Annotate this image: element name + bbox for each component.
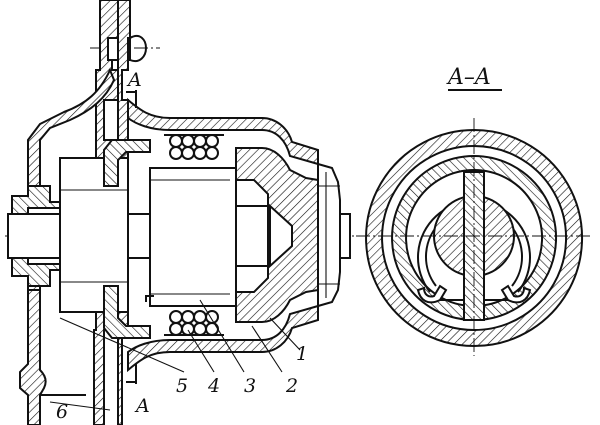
leader-lines [49, 299, 301, 411]
housing-shell [127, 97, 319, 166]
section-mark-bottom: A [126, 364, 150, 417]
outer-ring [365, 129, 584, 347]
driven-hub [149, 167, 237, 307]
section-title: A–A [446, 65, 491, 90]
callout-4: 4 [207, 375, 220, 397]
spring-hook-right [500, 284, 532, 304]
spring-hook-left [416, 284, 448, 304]
shaft-tip [339, 213, 351, 259]
bolt-head [129, 34, 148, 62]
callout-2: 2 [285, 375, 298, 397]
callout-6: 6 [56, 401, 68, 423]
longitudinal-section: A A 1 2 3 4 5 6 [5, 0, 360, 425]
cross-section-a-a: A–A [356, 65, 592, 356]
spring-sleeve-lower [103, 285, 151, 339]
svg-text:A: A [134, 395, 150, 417]
key-mark [145, 295, 154, 302]
section-mark-top: A [126, 69, 142, 108]
coil-spring [164, 134, 224, 336]
gear-end [317, 162, 341, 308]
callout-3: 3 [244, 375, 256, 397]
shaft [7, 205, 287, 267]
svg-text:A: A [126, 69, 142, 91]
left-cover-lower [19, 289, 47, 425]
spring-sleeve-upper [103, 139, 151, 187]
callout-5: 5 [176, 375, 188, 397]
callout-1: 1 [296, 343, 308, 365]
